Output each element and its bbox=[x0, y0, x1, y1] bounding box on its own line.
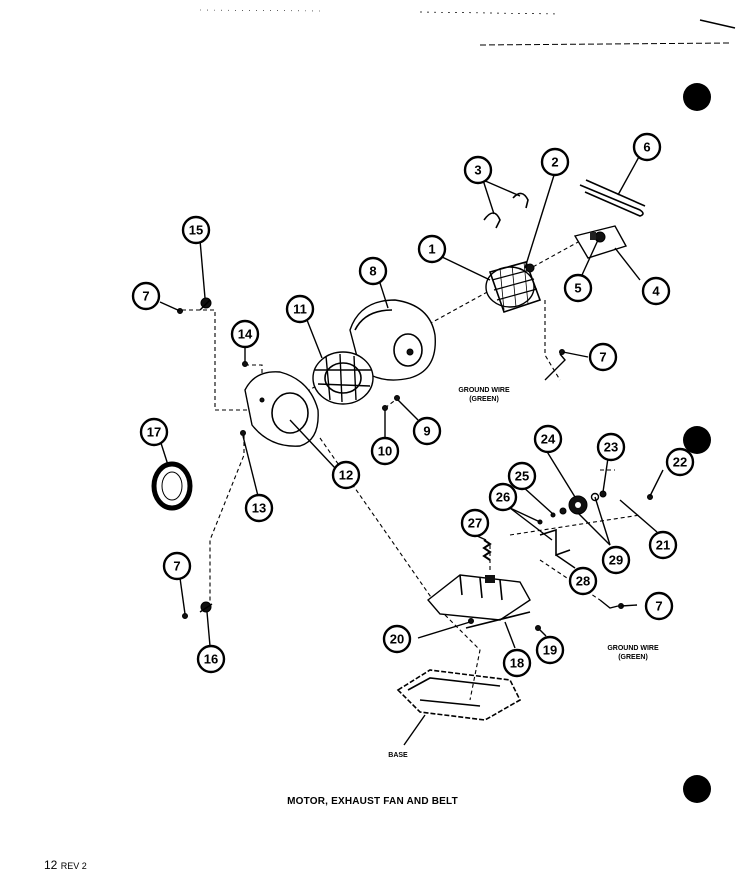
svg-text:14: 14 bbox=[238, 327, 253, 342]
callout-24: 24 bbox=[533, 424, 563, 454]
svg-text:18: 18 bbox=[510, 656, 524, 671]
callout-27: 27 bbox=[460, 508, 490, 538]
part-27-spring bbox=[482, 539, 492, 561]
ground-wire-upper-line2: (GREEN) bbox=[469, 396, 499, 403]
svg-text:13: 13 bbox=[252, 501, 266, 516]
svg-text:23: 23 bbox=[604, 440, 618, 455]
base-label: BASE bbox=[388, 752, 408, 759]
part-18-mount bbox=[426, 574, 531, 629]
callout-2: 2 bbox=[540, 147, 570, 177]
part-24-pulley bbox=[537, 490, 607, 525]
base-outline bbox=[396, 669, 522, 746]
callout-3: 3 bbox=[463, 155, 493, 185]
part-12-cover bbox=[244, 371, 319, 447]
svg-text:10: 10 bbox=[378, 444, 392, 459]
callout-16: 16 bbox=[196, 644, 226, 674]
svg-text:16: 16 bbox=[204, 652, 218, 667]
svg-text:12: 12 bbox=[339, 468, 353, 483]
callout-9: 9 bbox=[412, 416, 442, 446]
svg-text:21: 21 bbox=[656, 538, 670, 553]
callout-29: 29 bbox=[601, 545, 631, 575]
callout-11: 11 bbox=[285, 294, 315, 324]
callout-18: 18 bbox=[502, 648, 532, 678]
svg-text:27: 27 bbox=[468, 516, 482, 531]
svg-text:29: 29 bbox=[609, 553, 623, 568]
binder-hole-middle bbox=[683, 426, 711, 454]
svg-text:1: 1 bbox=[428, 242, 435, 257]
binder-hole-bottom bbox=[683, 775, 711, 803]
svg-text:9: 9 bbox=[423, 424, 430, 439]
revision-label: REV 2 bbox=[60, 861, 87, 871]
callout-7-upper-right: 7 bbox=[588, 342, 618, 372]
callout-leaders bbox=[159, 154, 664, 649]
callout-22: 22 bbox=[665, 447, 695, 477]
part-6-belt bbox=[579, 179, 646, 217]
svg-text:24: 24 bbox=[541, 432, 556, 447]
callout-26: 26 bbox=[488, 482, 518, 512]
part-16-clip bbox=[199, 601, 213, 613]
callout-1: 1 bbox=[417, 234, 447, 264]
ground-wire-lower-line2: (GREEN) bbox=[618, 654, 648, 661]
svg-text:7: 7 bbox=[173, 559, 180, 574]
callout-4: 4 bbox=[641, 276, 671, 306]
callout-5: 5 bbox=[563, 273, 593, 303]
svg-text:4: 4 bbox=[652, 284, 660, 299]
part-3-clips bbox=[483, 192, 529, 229]
callout-13: 13 bbox=[244, 493, 274, 523]
callout-28: 28 bbox=[568, 566, 598, 596]
callout-7-lower-right: 7 bbox=[644, 591, 674, 621]
part-8-blower-housing bbox=[349, 299, 436, 381]
part-11-fan-wheel bbox=[312, 351, 374, 405]
svg-text:28: 28 bbox=[576, 574, 590, 589]
svg-text:7: 7 bbox=[599, 350, 606, 365]
callout-23: 23 bbox=[596, 432, 626, 462]
ground-wire-upper-line1: GROUND WIRE bbox=[458, 387, 510, 394]
svg-text:7: 7 bbox=[142, 289, 149, 304]
callout-8: 8 bbox=[358, 256, 388, 286]
svg-text:7: 7 bbox=[655, 599, 662, 614]
part-15-clip bbox=[199, 297, 212, 311]
callout-20: 20 bbox=[382, 624, 412, 654]
callout-10: 10 bbox=[370, 436, 400, 466]
svg-text:15: 15 bbox=[189, 223, 203, 238]
svg-text:6: 6 bbox=[643, 140, 650, 155]
svg-text:3: 3 bbox=[474, 163, 481, 178]
callout-6: 6 bbox=[632, 132, 662, 162]
callout-14: 14 bbox=[230, 319, 260, 349]
svg-text:22: 22 bbox=[673, 455, 687, 470]
svg-text:2: 2 bbox=[551, 155, 558, 170]
svg-text:8: 8 bbox=[369, 264, 376, 279]
binder-hole-top bbox=[683, 83, 711, 111]
svg-text:11: 11 bbox=[293, 302, 307, 317]
callout-25: 25 bbox=[507, 461, 537, 491]
callout-15: 15 bbox=[181, 215, 211, 245]
svg-text:17: 17 bbox=[147, 425, 161, 440]
ground-wire-lower-line1: GROUND WIRE bbox=[607, 645, 659, 652]
page-number-value: 12 bbox=[44, 858, 58, 872]
part-28-arm bbox=[539, 528, 571, 557]
callout-21: 21 bbox=[648, 530, 678, 560]
part-17-ring bbox=[151, 461, 193, 511]
diagram-title: MOTOR, EXHAUST FAN AND BELT bbox=[287, 796, 458, 807]
callout-12: 12 bbox=[331, 460, 361, 490]
callout-19: 19 bbox=[535, 635, 565, 665]
callout-7-upper-left: 7 bbox=[131, 281, 161, 311]
svg-text:20: 20 bbox=[390, 632, 404, 647]
part-1-motor bbox=[485, 261, 542, 314]
callout-7-lower-left: 7 bbox=[162, 551, 192, 581]
svg-text:25: 25 bbox=[515, 469, 529, 484]
callout-17: 17 bbox=[139, 417, 169, 447]
part-4-bracket bbox=[573, 225, 628, 259]
svg-text:19: 19 bbox=[543, 643, 557, 658]
scan-noise bbox=[199, 9, 736, 46]
svg-text:5: 5 bbox=[574, 281, 581, 296]
page-number: 12 REV 2 bbox=[44, 858, 87, 872]
svg-text:26: 26 bbox=[496, 490, 510, 505]
